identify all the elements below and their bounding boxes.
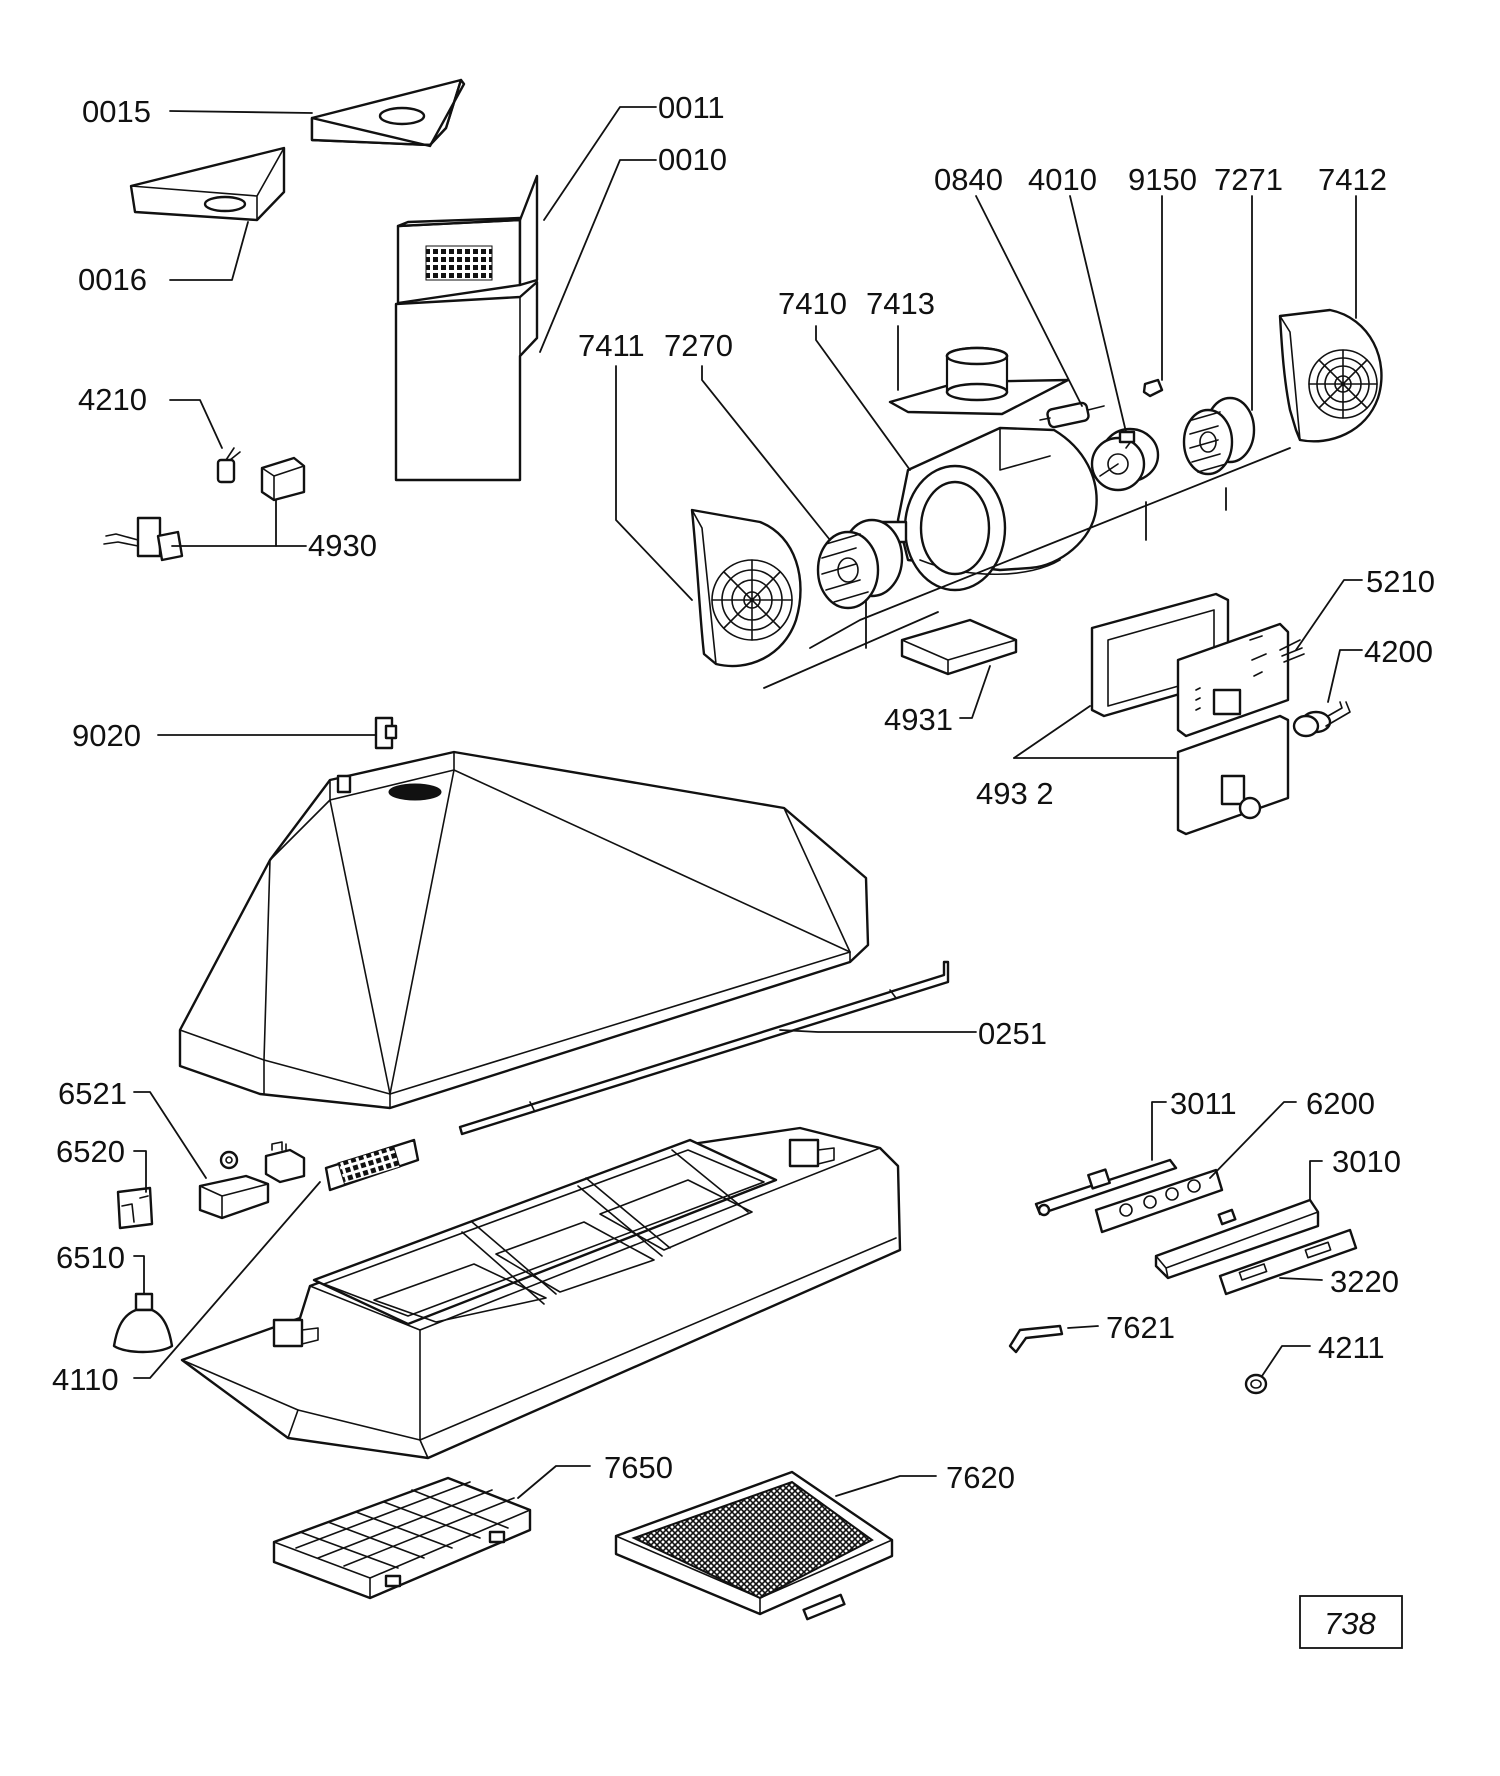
label-7621: 7621 [1106, 1310, 1175, 1345]
part-switch-small-drawing [264, 1141, 306, 1184]
part-0010-0011-chimney-drawing [394, 174, 539, 482]
part-0016-drawing [129, 146, 286, 222]
label-4931: 4931 [884, 702, 953, 737]
label-4930: 4930 [308, 528, 377, 563]
label-7411: 7411 [578, 328, 645, 363]
label-6200: 6200 [1306, 1086, 1375, 1121]
part-7621-drawing [1008, 1324, 1064, 1354]
label-7650: 7650 [604, 1450, 673, 1485]
leader-lines [133, 106, 1363, 1499]
label-7270: 7270 [664, 328, 733, 363]
label-0015: 0015 [82, 94, 151, 129]
part-7411-drawing [690, 508, 802, 668]
part-9150-drawing [1142, 378, 1164, 398]
label-6521: 6521 [58, 1076, 127, 1111]
label-4110: 4110 [52, 1362, 119, 1397]
label-4200: 4200 [1364, 634, 1433, 669]
label-4211: 4211 [1318, 1330, 1385, 1365]
part-3220-drawing [1218, 1228, 1358, 1296]
label-0011: 0011 [658, 90, 725, 125]
part-7413-drawing [888, 346, 1070, 416]
label-3011: 3011 [1170, 1086, 1237, 1121]
hood-lower-body-drawing [180, 1126, 902, 1460]
part-9020-drawing [374, 716, 398, 750]
label-7412: 7412 [1318, 162, 1387, 197]
part-7271-drawing [1182, 396, 1256, 476]
label-6520: 6520 [56, 1134, 125, 1169]
part-7270-drawing [816, 518, 904, 610]
part-7650-drawing [272, 1476, 532, 1600]
diagram-number: 738 [1324, 1606, 1376, 1641]
label-0251: 0251 [978, 1016, 1047, 1051]
label-4932: 493 2 [976, 776, 1054, 811]
part-7620-drawing [614, 1470, 894, 1621]
part-6200-drawing [1094, 1168, 1224, 1234]
part-0251-drawing [458, 960, 950, 1136]
label-0016: 0016 [78, 262, 147, 297]
part-4211-drawing [1244, 1373, 1268, 1395]
part-4010-drawing [1090, 427, 1160, 492]
label-5210: 5210 [1366, 564, 1435, 599]
label-9150: 9150 [1128, 162, 1197, 197]
part-0840-drawing [1039, 401, 1105, 429]
part-7412-drawing [1278, 308, 1383, 443]
label-7413: 7413 [866, 286, 935, 321]
part-6520-drawing [116, 1186, 154, 1230]
label-6510: 6510 [56, 1240, 125, 1275]
part-5210-drawing [1176, 622, 1305, 738]
part-4200-drawing [1292, 701, 1351, 738]
label-4210: 4210 [78, 382, 147, 417]
part-7410-drawing [878, 426, 1098, 592]
part-4210-drawing [216, 447, 241, 484]
label-3220: 3220 [1330, 1264, 1399, 1299]
label-7410: 7410 [778, 286, 847, 321]
part-6521-drawing [198, 1150, 270, 1220]
label-7620: 7620 [946, 1460, 1015, 1495]
part-0015-drawing [310, 78, 466, 148]
part-4931-drawing [900, 618, 1018, 676]
part-6510-drawing [112, 1292, 174, 1354]
label-7271: 7271 [1214, 162, 1283, 197]
hood-canopy-drawing [178, 750, 870, 1110]
part-4930-drawing [103, 456, 306, 562]
label-3010: 3010 [1332, 1144, 1401, 1179]
label-0840: 0840 [934, 162, 1003, 197]
label-0010: 0010 [658, 142, 727, 177]
part-4110-drawing [324, 1138, 420, 1192]
label-4010: 4010 [1028, 162, 1097, 197]
label-9020: 9020 [72, 718, 141, 753]
part-3011-drawing [1034, 1158, 1178, 1217]
part-labels: 0015 0016 0011 0010 4210 4930 0840 4010 … [52, 90, 1435, 1495]
diagram-number-badge: 738 [1299, 1595, 1403, 1649]
